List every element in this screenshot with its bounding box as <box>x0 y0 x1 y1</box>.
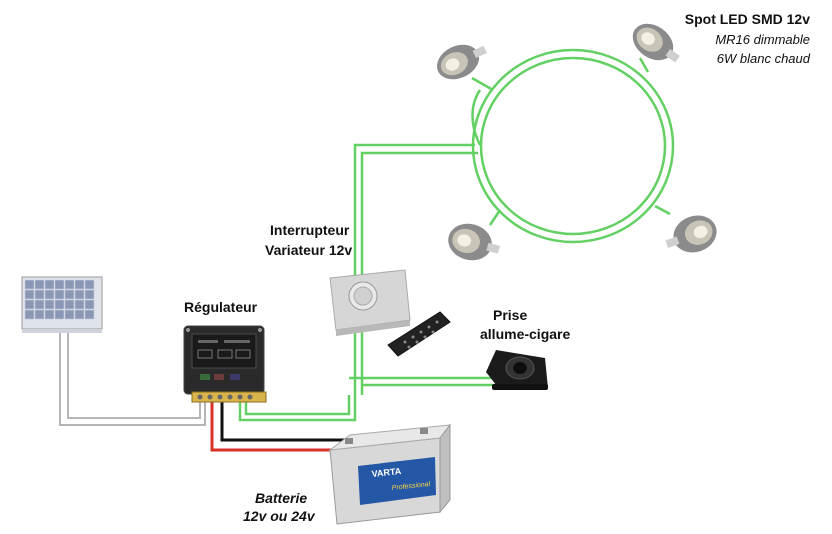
spot-ring <box>471 48 675 244</box>
solar-wires <box>59 333 206 426</box>
battery-sub: Professional <box>391 481 430 492</box>
spot-title: Spot LED SMD 12v <box>684 11 810 27</box>
battery-wires <box>210 402 345 452</box>
remote-control <box>387 311 451 357</box>
solar-panel <box>21 276 103 333</box>
led-spot <box>665 215 717 253</box>
led-spot <box>632 23 680 63</box>
spot-power: 6W blanc chaud <box>716 51 810 66</box>
led-spot <box>436 44 487 80</box>
spot-model: MR16 dimmable <box>715 32 810 47</box>
switch-label-line2: Variateur 12v <box>265 242 353 258</box>
led-spot <box>448 223 501 261</box>
switch-dimmer <box>329 269 411 336</box>
battery-label-line2: 12v ou 24v <box>243 508 315 524</box>
battery <box>328 423 452 525</box>
socket-label-line2: allume-cigare <box>480 326 571 342</box>
cigarette-socket <box>486 350 548 390</box>
battery-brand: VARTA <box>371 466 402 479</box>
regulator <box>183 325 267 403</box>
switch-label-line1: Interrupteur <box>270 222 350 238</box>
regulator-label: Régulateur <box>184 299 258 315</box>
battery-label-line1: Batterie <box>255 490 308 506</box>
socket-label-line1: Prise <box>493 307 528 323</box>
